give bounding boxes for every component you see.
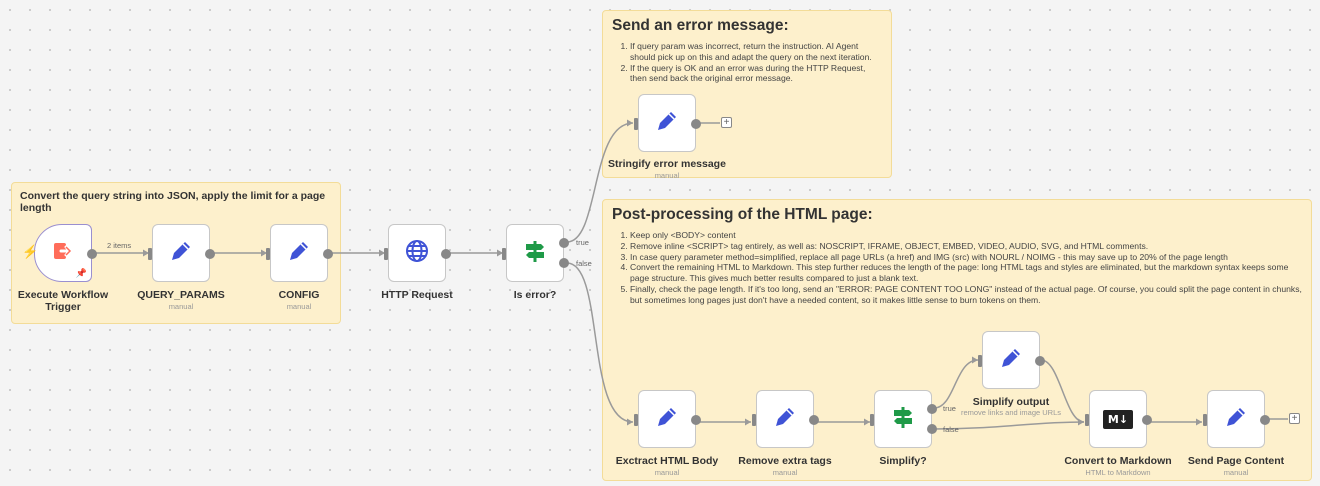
signpost-icon	[890, 404, 916, 435]
output-handle[interactable]	[1260, 415, 1270, 425]
globe-icon	[404, 238, 430, 269]
output-handle-false[interactable]	[927, 424, 937, 434]
node-subtitle: manual	[168, 302, 194, 311]
branch-false-label: false	[943, 425, 959, 434]
node-label: Exctract HTML Body	[615, 455, 719, 467]
node-is-error[interactable]	[502, 224, 569, 282]
output-handle[interactable]	[691, 119, 701, 129]
branch-false-label: false	[576, 259, 592, 268]
lightning-icon: ⚡	[22, 244, 39, 259]
node-subtitle: manual	[772, 468, 798, 477]
connection-is-error-false	[566, 262, 634, 423]
signpost-icon	[522, 238, 548, 269]
node-simplify-output[interactable]	[978, 331, 1045, 389]
connection-simplify-true	[933, 359, 979, 409]
node-label: Simplify?	[879, 455, 927, 467]
node-extract-html-body[interactable]	[634, 390, 701, 448]
node-label: Remove extra tags	[738, 455, 832, 467]
input-handle[interactable]	[1203, 414, 1207, 426]
sticky-note-item: If the query is OK and an error was duri…	[630, 63, 882, 85]
sticky-note-title: Convert the query string into JSON, appl…	[20, 190, 326, 214]
sticky-note-item: Keep only <BODY> content	[630, 230, 1302, 241]
output-handle[interactable]	[205, 249, 215, 259]
sticky-note-item: Convert the remaining HTML to Markdown. …	[630, 262, 1302, 284]
node-subtitle: manual	[286, 302, 312, 311]
branch-true-label: true	[943, 404, 956, 413]
pen-icon	[998, 345, 1024, 376]
node-query-params[interactable]	[148, 224, 215, 282]
pen-icon	[654, 108, 680, 139]
input-handle[interactable]	[870, 414, 874, 426]
markdown-icon: M↓	[1102, 409, 1134, 429]
node-label: QUERY_PARAMS	[137, 289, 225, 301]
sticky-note-item: Finally, check the page length. If it's …	[630, 284, 1302, 306]
connection-is-error-true	[566, 122, 634, 243]
node-convert-to-markdown[interactable]: M↓	[1085, 390, 1152, 448]
output-handle[interactable]	[809, 415, 819, 425]
input-handle[interactable]	[634, 118, 638, 130]
sticky-note-post-processing[interactable]: Post-processing of the HTML page: Keep o…	[602, 199, 1312, 481]
sticky-note-list: Keep only <BODY> content Remove inline <…	[612, 230, 1302, 306]
node-subtitle: HTML to Markdown	[1085, 468, 1151, 477]
node-execute-workflow-trigger[interactable]: ⚡ 📌	[22, 224, 97, 282]
node-label: HTTP Request	[381, 289, 453, 301]
input-handle[interactable]	[502, 248, 506, 260]
input-handle[interactable]	[1085, 414, 1089, 426]
add-node-button[interactable]: +	[721, 117, 732, 128]
input-handle[interactable]	[978, 355, 982, 367]
output-handle[interactable]	[691, 415, 701, 425]
input-handle[interactable]	[384, 248, 388, 260]
sticky-note-item: Remove inline <SCRIPT> tag entirely, as …	[630, 241, 1302, 252]
node-simplify-check[interactable]	[870, 390, 937, 448]
pin-icon: 📌	[75, 268, 87, 278]
output-handle[interactable]	[1142, 415, 1152, 425]
pen-icon	[654, 404, 680, 435]
node-subtitle: manual	[1223, 468, 1249, 477]
node-remove-extra-tags[interactable]	[752, 390, 819, 448]
node-subtitle: remove links and image URLs	[960, 408, 1062, 417]
sticky-note-item: If query param was incorrect, return the…	[630, 41, 882, 63]
input-handle[interactable]	[148, 248, 152, 260]
add-node-button[interactable]: +	[1289, 413, 1300, 424]
sticky-note-title: Send an error message:	[612, 17, 789, 34]
branch-true-label: true	[576, 238, 589, 247]
node-subtitle: manual	[654, 171, 680, 180]
pen-icon	[286, 238, 312, 269]
output-handle[interactable]	[1035, 356, 1045, 366]
output-handle-true[interactable]	[927, 404, 937, 414]
edge-items-label: 2 items	[107, 241, 132, 250]
node-label: CONFIG	[278, 289, 320, 301]
sticky-note-list: If query param was incorrect, return the…	[612, 41, 882, 84]
output-handle-true[interactable]	[559, 238, 569, 248]
node-label: Convert to Markdown	[1064, 455, 1172, 467]
output-handle[interactable]	[87, 249, 97, 259]
node-config[interactable]	[266, 224, 333, 282]
node-label: Is error?	[513, 289, 557, 301]
node-subtitle: manual	[654, 468, 680, 477]
connection-simplify-false	[933, 421, 1085, 430]
node-stringify-error-message[interactable]	[634, 94, 701, 152]
node-label: Execute Workflow Trigger	[17, 289, 109, 313]
node-http-request[interactable]	[384, 224, 451, 282]
pen-icon	[772, 404, 798, 435]
input-handle[interactable]	[752, 414, 756, 426]
sticky-note-title: Post-processing of the HTML page:	[612, 206, 873, 223]
pen-icon	[168, 238, 194, 269]
sticky-note-item: In case query parameter method=simplifie…	[630, 252, 1302, 263]
output-handle[interactable]	[441, 249, 451, 259]
node-label: Send Page Content	[1187, 455, 1285, 467]
input-handle[interactable]	[266, 248, 270, 260]
node-label: Stringify error message	[608, 158, 726, 170]
input-handle[interactable]	[634, 414, 638, 426]
output-handle-false[interactable]	[559, 258, 569, 268]
pen-icon	[1223, 404, 1249, 435]
output-handle[interactable]	[323, 249, 333, 259]
node-send-page-content[interactable]	[1203, 390, 1270, 448]
node-label: Simplify output	[972, 396, 1050, 408]
sign-in-icon	[50, 238, 76, 269]
